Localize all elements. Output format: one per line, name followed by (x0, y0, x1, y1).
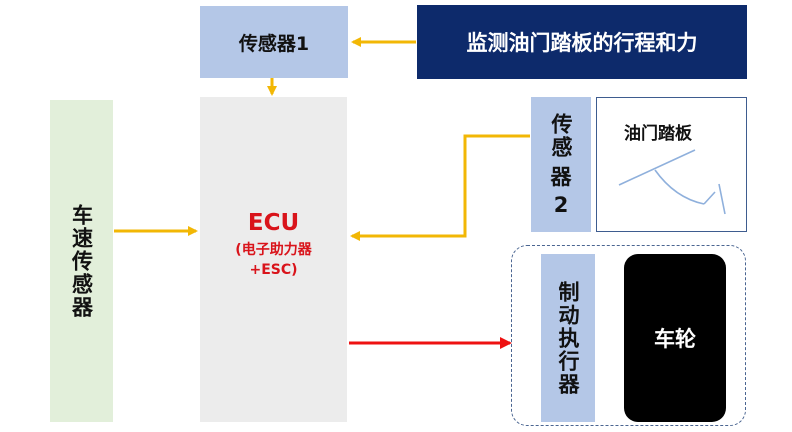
actuator-label: 制动执行器 (556, 280, 580, 396)
sensor2-label-line1: 传感 (549, 112, 573, 159)
speed-sensor-label: 车速传感器 (69, 203, 94, 319)
pedal-label: 油门踏板 (624, 124, 692, 144)
pedal-sketch-icon (618, 149, 726, 215)
sensor2-label-line2: 器 (550, 164, 572, 189)
actuator-box: 制动执行器 (541, 254, 595, 422)
ecu-title: ECU (247, 209, 300, 236)
arrow-sensor2-to-ecu (350, 134, 530, 241)
wheel-label: 车轮 (654, 327, 696, 351)
brake-group (511, 245, 746, 426)
ecu-subtitle-line1: (电子助力器 (235, 241, 312, 258)
sensor2-label-line3: 2 (553, 192, 569, 217)
speed-sensor-box: 车速传感器 (50, 100, 113, 422)
sensor1-box: 传感器1 (200, 6, 348, 78)
ecu-subtitle-line2: +ESC) (249, 261, 298, 278)
ecu-box: ECU (电子助力器 +ESC) (200, 97, 347, 422)
pedal-box: 油门踏板 (596, 97, 747, 232)
monitor-box: 监测油门踏板的行程和力 (417, 5, 747, 79)
sensor2-box: 传感 器 2 (531, 97, 591, 232)
monitor-label: 监测油门踏板的行程和力 (466, 31, 698, 55)
wheel-box: 车轮 (624, 254, 726, 422)
sensor1-label: 传感器1 (238, 32, 310, 55)
